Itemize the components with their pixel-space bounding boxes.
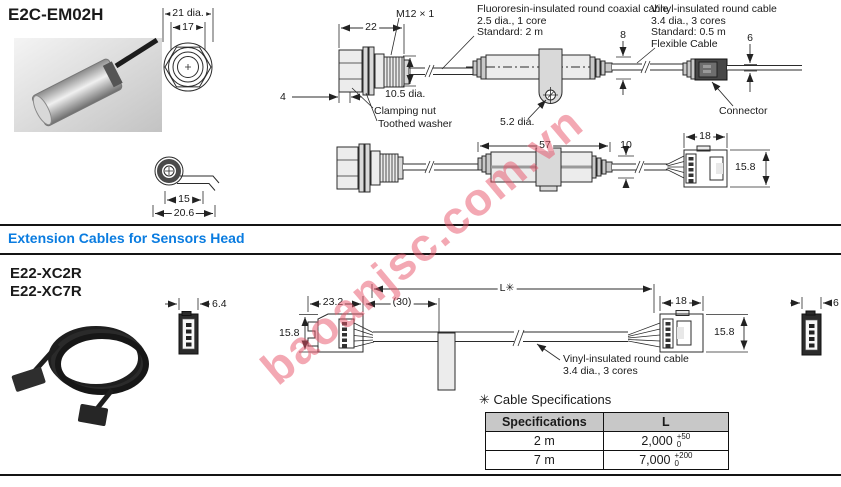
- sensor-photo: [14, 37, 162, 132]
- table-row: 2 m 2,000 +50 0: [485, 431, 730, 451]
- tolerance-minus: 0: [676, 440, 682, 449]
- page-rule-bottom: [0, 474, 841, 477]
- table-header-row: Specifications L: [485, 412, 730, 432]
- dim-L: L✳: [497, 282, 517, 294]
- tolerance: +200 0: [674, 452, 692, 468]
- table-row: 7 m 7,000 +200 0: [485, 450, 730, 470]
- spec-cell: 7 m: [485, 450, 604, 470]
- page-title: E2C-EM02H: [8, 5, 104, 24]
- dim-21dia: 21 dia.: [170, 7, 206, 19]
- spec-cell: 2 m: [485, 431, 604, 451]
- vinyl-note-line3: Standard: 0.5 m: [651, 26, 726, 38]
- dim-30: (30): [390, 296, 414, 308]
- col-header-l: L: [602, 412, 730, 432]
- section-header: Extension Cables for Sensors Head: [8, 230, 245, 246]
- dim-57: 57: [537, 139, 553, 151]
- tolerance: +50 0: [677, 433, 691, 449]
- dim-15: 15: [176, 193, 192, 205]
- cable-spec-table: Specifications L 2 m 2,000 +50 0 7 m 7,0…: [485, 412, 730, 470]
- extension-cable-photo: [11, 326, 149, 426]
- length-value: 7,000: [639, 453, 671, 467]
- tolerance-plus: +50: [676, 432, 691, 441]
- ext-cable-note-line2: 3.4 dia., 3 cores: [563, 364, 638, 377]
- tolerance-minus: 0: [674, 459, 679, 468]
- length-cell: 7,000 +200 0: [602, 450, 730, 470]
- length-cell: 2,000 +50 0: [602, 431, 730, 451]
- mounting-clip-drawing: [152, 156, 220, 217]
- dim-8: 8: [620, 29, 626, 41]
- length-value: 2,000: [641, 434, 673, 448]
- vinyl-note-line2: 3.4 dia., 3 cores: [651, 14, 726, 27]
- coax-note-line1: Fluororesin-insulated round coaxial cabl…: [477, 3, 669, 15]
- dim-206: 20.6: [171, 207, 197, 219]
- section-rule-top: [0, 224, 841, 227]
- clamping-nut-label: Clamping nut: [374, 105, 436, 117]
- connector-row1-drawing: [636, 44, 802, 107]
- dim-18-ext: 18: [673, 295, 689, 307]
- ext-cable-note-line1: Vinyl-insulated round cable: [563, 353, 689, 365]
- dim-158-row2: 15.8: [735, 161, 756, 173]
- extension-cable-drawing: [165, 284, 832, 391]
- dim-232: 23.2: [320, 296, 346, 308]
- vinyl-note-line1: Vinyl-insulated round cable: [651, 3, 777, 15]
- vinyl-cable-note: Vinyl-insulated round cable 3.4 dia., 3 …: [651, 3, 777, 50]
- coax-cable-note: Fluororesin-insulated round coaxial cabl…: [477, 3, 669, 39]
- coax-note-line3: Standard: 2 m: [477, 26, 543, 38]
- dim-158-ext-right: 15.8: [714, 326, 735, 338]
- connector-label: Connector: [719, 105, 768, 117]
- col-header-specifications: Specifications: [485, 412, 604, 432]
- dim-52dia: 5.2 dia.: [500, 116, 535, 128]
- section-rule-bottom: [0, 253, 841, 255]
- sensor-side-drawing: [292, 17, 475, 122]
- model-e22-xc2r: E22-XC2R: [10, 265, 82, 282]
- coax-note-line2: 2.5 dia., 1 core: [477, 14, 547, 27]
- ext-cable-note: Vinyl-insulated round cable 3.4 dia., 3 …: [563, 353, 689, 377]
- sensor-row2-drawing: [336, 142, 668, 193]
- amplifier-drawing: [466, 41, 685, 120]
- tolerance-plus: +200: [674, 451, 693, 460]
- dim-10: 10: [620, 139, 632, 151]
- dim-17: 17: [180, 21, 196, 33]
- dim-6-ext: 6: [833, 297, 839, 309]
- dim-4: 4: [280, 91, 286, 103]
- dim-6: 6: [747, 32, 753, 44]
- thread-label: M12 × 1: [396, 8, 435, 20]
- dim-105dia: 10.5 dia.: [385, 88, 426, 100]
- model-e22-xc7r: E22-XC7R: [10, 283, 82, 300]
- dim-22: 22: [363, 21, 379, 33]
- vinyl-note-line4: Flexible Cable: [651, 37, 718, 50]
- dim-158-ext-left: 15.8: [277, 327, 302, 339]
- dim-18-row2: 18: [697, 130, 713, 142]
- dim-64: 6.4: [212, 298, 227, 310]
- toothed-washer-label: Toothed washer: [378, 118, 453, 130]
- table-caption: ✳ Cable Specifications: [479, 392, 612, 407]
- connector-row2-drawing: [665, 133, 770, 188]
